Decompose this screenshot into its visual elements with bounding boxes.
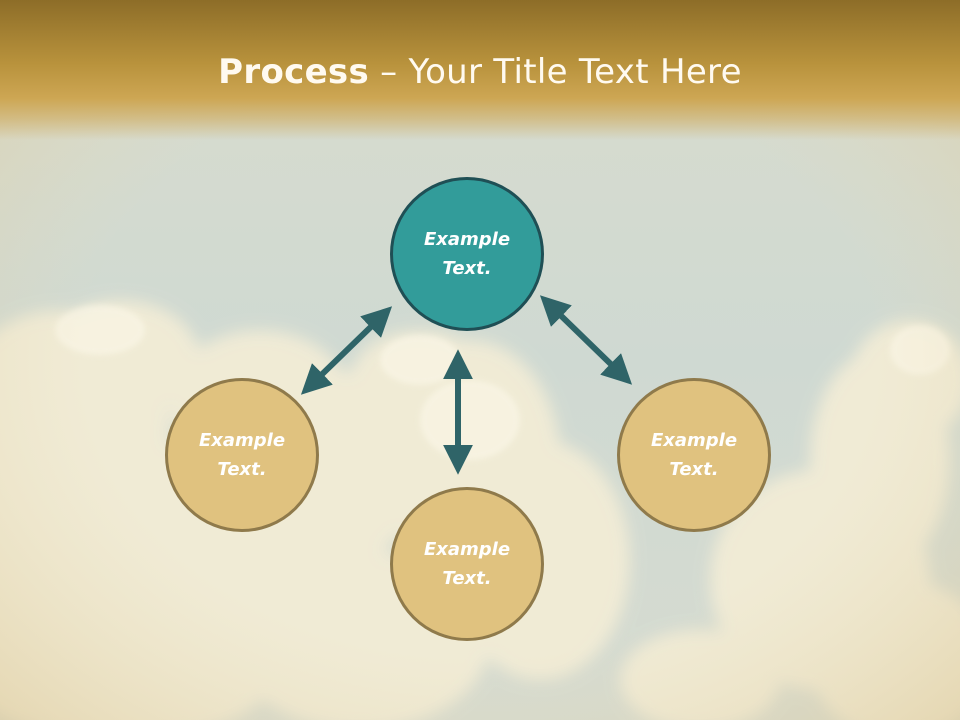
- process-node-top: Example Text.: [390, 177, 544, 331]
- node-text-line1: Example: [423, 539, 511, 560]
- slide-title: Process – Your Title Text Here: [0, 52, 960, 92]
- node-text-line1: Example: [198, 430, 286, 451]
- title-bold: Process: [218, 52, 370, 92]
- process-node-bottom: Example Text.: [390, 487, 544, 641]
- node-text-line2: Text.: [669, 459, 719, 480]
- node-text-line1: Example: [423, 229, 511, 250]
- title-dash: –: [369, 52, 409, 92]
- arrow-top-left: [300, 306, 393, 395]
- arrow-top-right: [539, 295, 633, 385]
- node-text-line2: Text.: [217, 459, 267, 480]
- node-text-line2: Text.: [442, 568, 492, 589]
- title-bar: [0, 0, 960, 140]
- node-text-line1: Example: [650, 430, 738, 451]
- process-node-right: Example Text.: [617, 378, 771, 532]
- node-text-line2: Text.: [442, 258, 492, 279]
- process-node-left: Example Text.: [165, 378, 319, 532]
- title-rest: Your Title Text Here: [408, 52, 742, 92]
